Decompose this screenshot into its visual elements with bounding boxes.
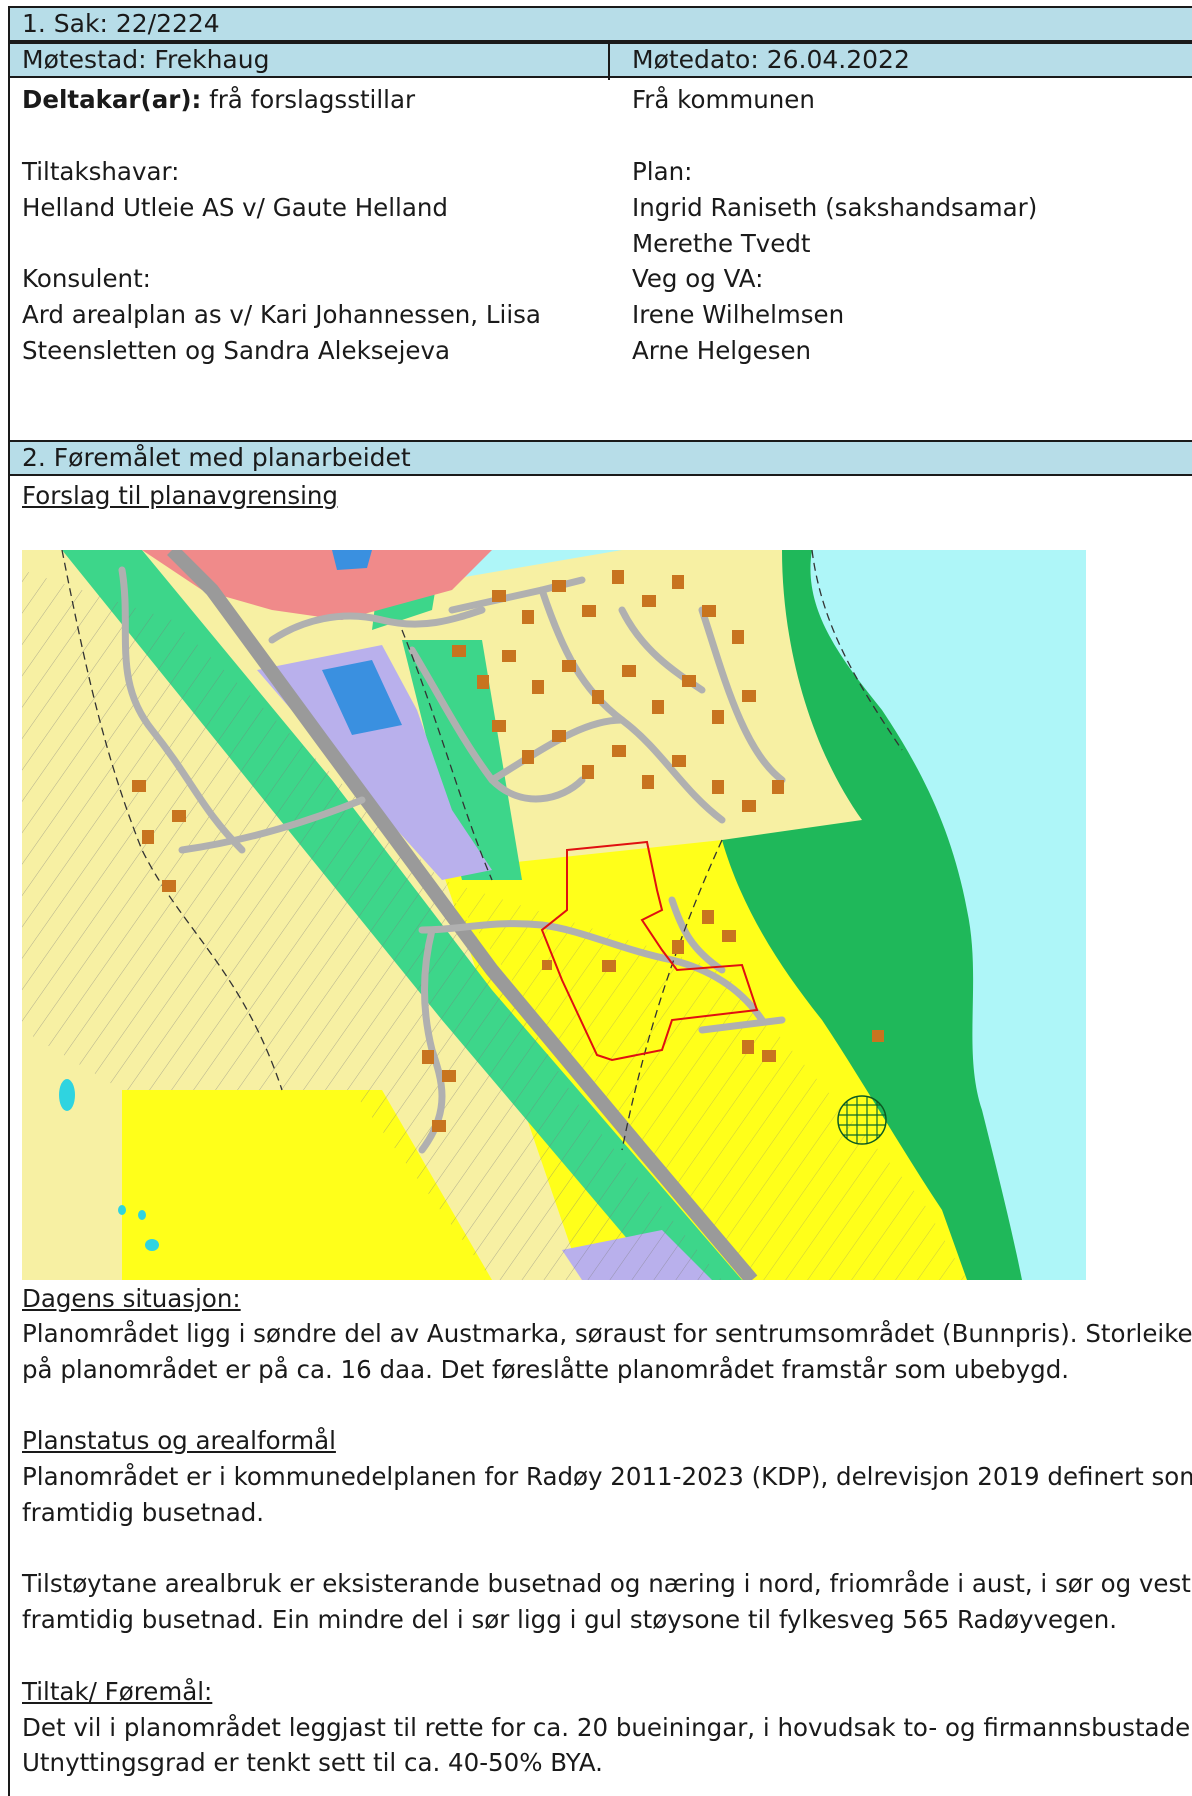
tiltak-line-1: Det vil i planområdet leggjast til rette… — [22, 1713, 1192, 1742]
planstatus-line-1: Planområdet er i kommunedelplanen for Ra… — [22, 1462, 1192, 1491]
participants-value: frå forslagsstillar — [201, 85, 416, 114]
zoning-map-image — [22, 550, 1086, 1280]
consultant-names-2: Steensletten og Sandra Aleksejeva — [22, 336, 450, 365]
planstatus-line-2: framtidig busetnad. — [22, 1498, 265, 1527]
dagens-line-2: på planområdet er på ca. 16 daa. Det før… — [22, 1355, 1070, 1384]
consultant-names-1: Ard arealplan as v/ Kari Johannessen, Li… — [22, 300, 541, 329]
section-1-header: 1. Sak: 22/2224 — [8, 6, 1192, 42]
dagens-line-1: Planområdet ligg i søndre del av Austmar… — [22, 1319, 1192, 1348]
consultant-label: Konsulent: — [22, 264, 151, 293]
developer-label: Tiltakshavar: — [22, 157, 180, 186]
participants-label: Deltakar(ar): — [22, 85, 202, 114]
map-heading: Forslag til planavgrensing — [22, 481, 338, 510]
meeting-place-row: Møtestad: Frekhaug — [8, 42, 1192, 78]
developer-name: Helland Utleie AS v/ Gaute Helland — [22, 193, 448, 222]
plan-person-2: Merethe Tvedt — [632, 229, 811, 258]
from-municipality: Frå kommunen — [632, 85, 815, 114]
planstatus-heading: Planstatus og arealformål — [22, 1426, 336, 1455]
dagens-heading: Dagens situasjon: — [22, 1284, 241, 1313]
road-va-person-2: Arne Helgesen — [632, 336, 812, 365]
road-va-label: Veg og VA: — [632, 264, 764, 293]
meeting-date: Møtedato: 26.04.2022 — [632, 45, 910, 74]
participants-line: Deltakar(ar): frå forslagsstillar — [22, 82, 415, 118]
tiltak-heading: Tiltak/ Føremål: — [22, 1677, 213, 1706]
section-2-header: 2. Føremålet med planarbeidet — [8, 440, 1192, 476]
zoning-map-svg — [22, 550, 1086, 1280]
plan-person-1: Ingrid Raniseth (sakshandsamar) — [632, 193, 1038, 222]
tilstoytane-line-1: Tilstøytane arealbruk er eksisterande bu… — [22, 1569, 1191, 1598]
plan-label: Plan: — [632, 157, 693, 186]
road-va-person-1: Irene Wilhelmsen — [632, 300, 845, 329]
header-column-divider — [608, 42, 610, 80]
tiltak-line-2: Utnyttingsgrad er tenkt sett til ca. 40-… — [22, 1748, 603, 1777]
tilstoytane-line-2: framtidig busetnad. Ein mindre del i sør… — [22, 1605, 1118, 1634]
